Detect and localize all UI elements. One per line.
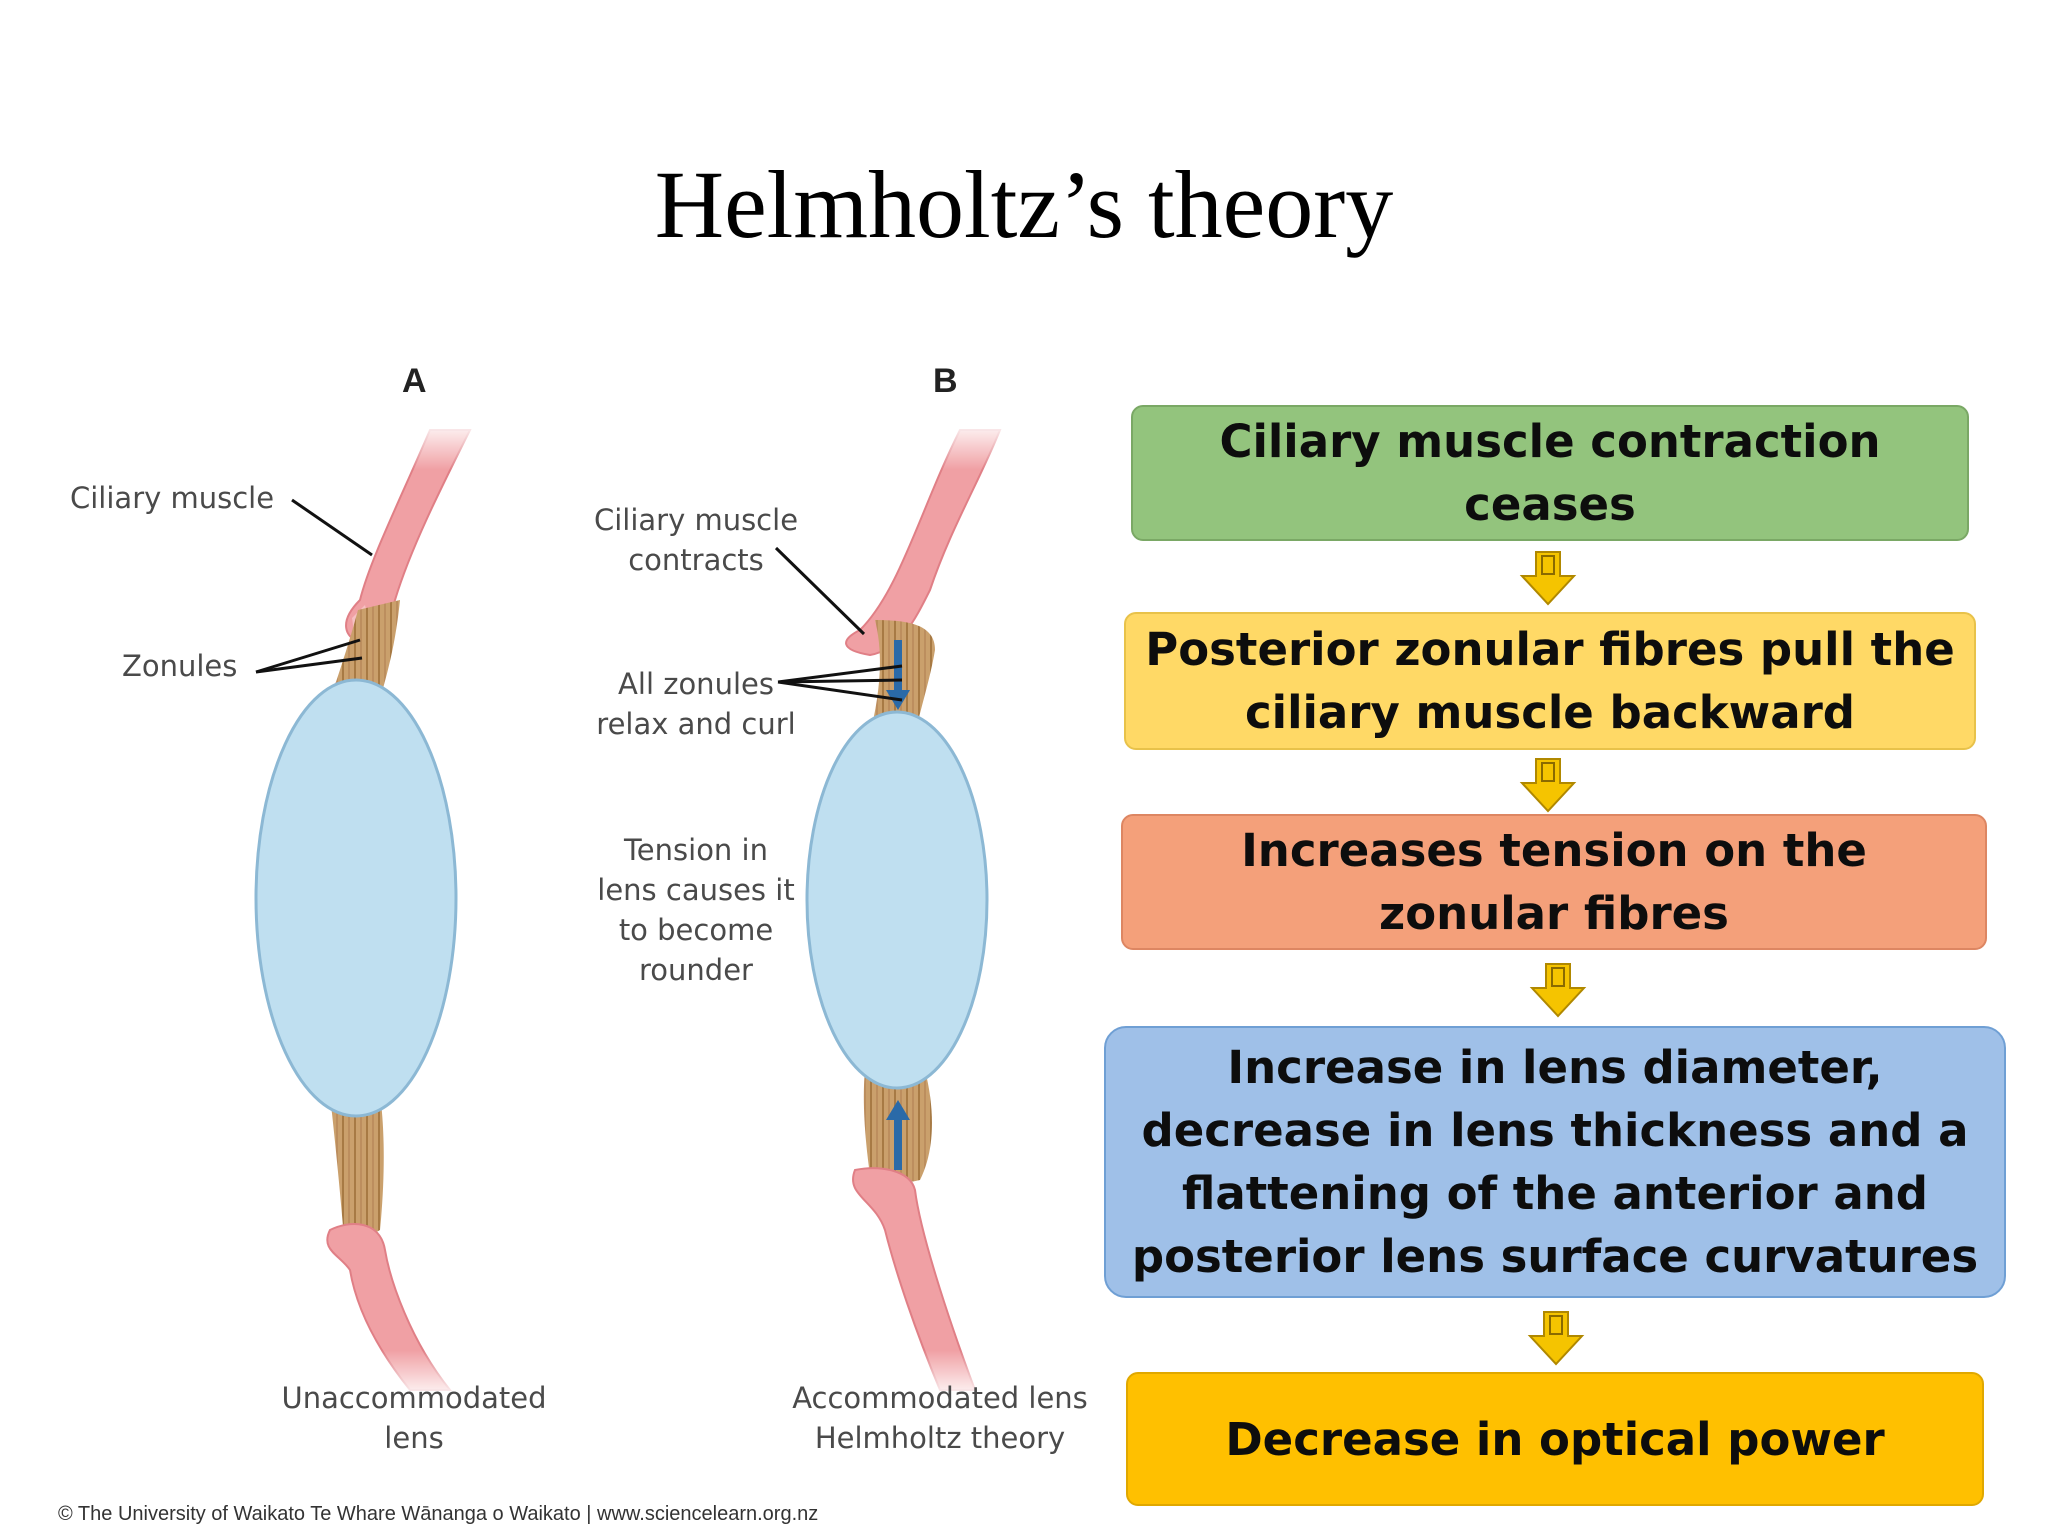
label-zonules: Zonules bbox=[122, 649, 238, 683]
lens-accommodation-diagram: A B Ciliary muscle Zonules Ciliary muscl… bbox=[40, 350, 1100, 1540]
down-arrow-icon bbox=[1519, 758, 1577, 813]
flow-step-2: Posterior zonular fibres pull the ciliar… bbox=[1124, 612, 1976, 750]
label-ciliary-muscle: Ciliary muscle bbox=[70, 481, 275, 515]
flow-step-4: Increase in lens diameter, decrease in l… bbox=[1104, 1026, 2006, 1298]
panel-b-lens bbox=[805, 710, 989, 1090]
lens-illustration bbox=[254, 420, 1020, 1400]
flow-step-5: Decrease in optical power bbox=[1126, 1372, 1984, 1506]
label-tension: Tension in lens causes it to become roun… bbox=[597, 833, 795, 987]
down-arrow-icon bbox=[1519, 551, 1577, 606]
panel-b-upper-muscle bbox=[845, 429, 1002, 657]
flow-step-3: Increases tension on the zonular fibres bbox=[1121, 814, 1987, 950]
image-credit: © The University of Waikato Te Whare Wān… bbox=[58, 1503, 819, 1525]
down-arrow-icon bbox=[1527, 1311, 1585, 1366]
panel-a-lens bbox=[254, 678, 458, 1118]
label-zonules-relax: All zonules relax and curl bbox=[596, 667, 796, 741]
panel-a-lens-unaccommodated bbox=[254, 420, 490, 1400]
down-arrow-icon bbox=[1529, 963, 1587, 1018]
slide-title: Helmholtz’s theory bbox=[654, 151, 1394, 258]
caption-unaccommodated: Unaccommodated lens bbox=[281, 1381, 547, 1455]
caption-accommodated: Accommodated lens Helmholtz theory bbox=[792, 1381, 1088, 1455]
panel-a-lower-zonule-band bbox=[330, 1095, 384, 1250]
panel-b-upper-zonule-band bbox=[870, 620, 935, 735]
flow-step-1: Ciliary muscle contraction ceases bbox=[1131, 405, 1969, 541]
panel-b-lens-accommodated bbox=[805, 420, 1020, 1400]
label-ciliary-contracts: Ciliary muscle contracts bbox=[593, 503, 799, 577]
panel-a-zonule-band bbox=[330, 600, 400, 700]
panel-a-letter: A bbox=[402, 362, 427, 400]
panel-b-letter: B bbox=[933, 362, 958, 400]
label-leader-lines bbox=[255, 498, 903, 702]
